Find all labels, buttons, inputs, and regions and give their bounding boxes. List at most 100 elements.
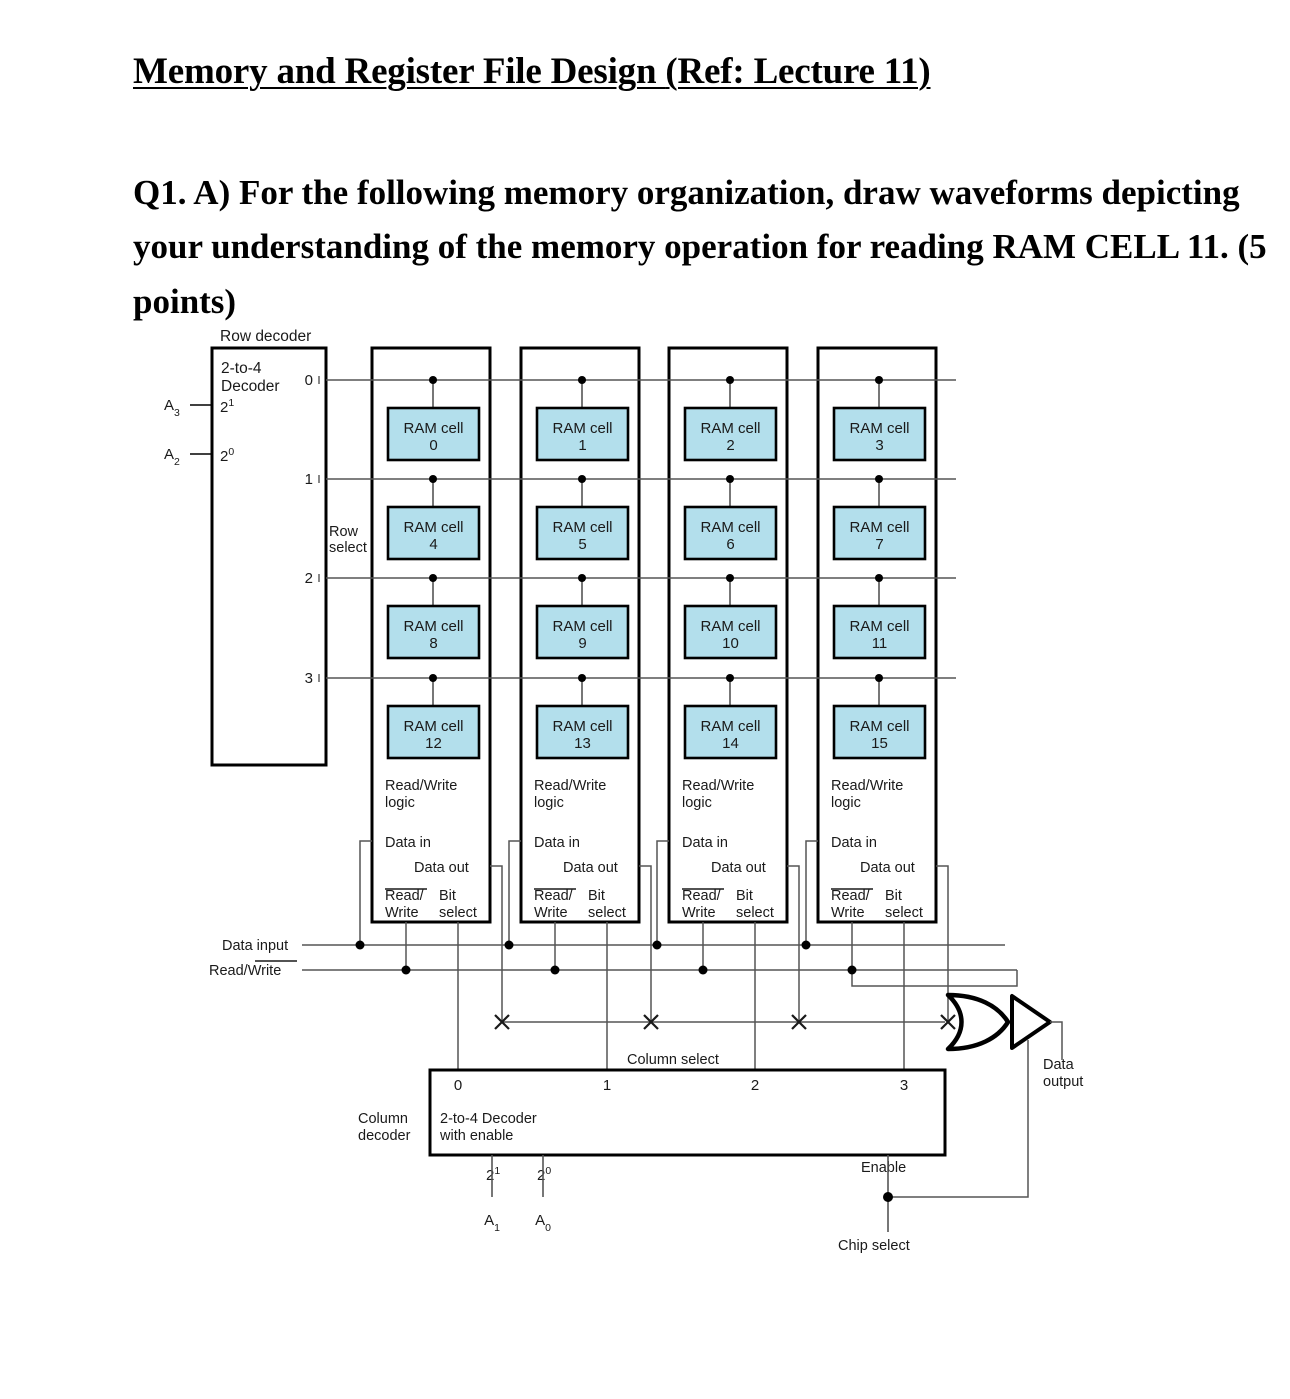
ram-cell-8-label: RAM cell — [403, 618, 463, 635]
ram-cell-9[interactable] — [535, 604, 630, 660]
data-out-hook-1 — [639, 865, 652, 1022]
column-box-3 — [816, 346, 938, 924]
ram-cell-10-label: RAM cell — [700, 618, 760, 635]
rw-logic-1-title2: logic — [534, 795, 564, 811]
question-text: Q1. A) For the following memory organiza… — [133, 173, 1267, 321]
enable-label: Enable — [861, 1160, 906, 1176]
ram-cell-7-number: 7 — [875, 536, 883, 553]
ram-cell-0-label: RAM cell — [403, 420, 463, 437]
row-decoder-weight-2e1: 21 — [220, 397, 234, 416]
ram-cell-4[interactable] — [386, 505, 481, 561]
rw-logic-3-title1: Read/Write — [831, 778, 903, 794]
column-output-index-0: 0 — [454, 1077, 462, 1094]
input-label-a1: A1 — [484, 1212, 500, 1234]
rw-logic-1-bit1: Bit — [588, 888, 605, 904]
ram-cell-15[interactable] — [832, 704, 927, 760]
rw-logic-2-title1: Read/Write — [682, 778, 754, 794]
row-decoder-caption: Row decoder — [220, 328, 311, 345]
ram-cell-15-number: 15 — [871, 735, 888, 752]
rw-logic-3-rw1: Read/ — [831, 888, 871, 904]
rw-logic-1-rw1: Read/ — [534, 888, 574, 904]
ram-cell-6[interactable] — [683, 505, 778, 561]
ram-cell-12-number: 12 — [425, 735, 442, 752]
data-out-hook-3 — [936, 865, 949, 1022]
data-input-label: Data input — [222, 938, 288, 954]
rw-logic-3-data-in: Data in — [831, 835, 877, 851]
input-label-a3: A3 — [164, 397, 180, 419]
rw-logic-1-rw2: Write — [534, 905, 568, 921]
column-decoder-box — [428, 1068, 947, 1157]
rw-logic-2-data-out: Data out — [711, 860, 766, 876]
ram-cell-2-number: 2 — [726, 437, 734, 454]
column-decoder-caption-line1: Column — [358, 1111, 408, 1127]
rw-logic-2-rw2: Write — [682, 905, 716, 921]
or-gate — [945, 992, 1011, 1052]
column-output-index-3: 3 — [900, 1077, 908, 1094]
ram-cell-15-label: RAM cell — [849, 718, 909, 735]
column-decoder-title-line1: 2-to-4 Decoder — [440, 1111, 537, 1127]
ram-cell-1[interactable] — [535, 406, 630, 462]
row-select-label-line2: select — [329, 540, 367, 556]
ram-cell-13[interactable] — [535, 704, 630, 760]
ram-cell-1-number: 1 — [578, 437, 586, 454]
rw-logic-3-data-out: Data out — [860, 860, 915, 876]
read-write-bus-dots — [401, 965, 857, 975]
ram-cell-4-label: RAM cell — [403, 519, 463, 536]
ram-cell-7[interactable] — [832, 505, 927, 561]
ram-cell-11-number: 11 — [872, 635, 888, 652]
column-output-index-1: 1 — [603, 1077, 611, 1094]
ram-cell-0[interactable] — [386, 406, 481, 462]
data-in-hook-1 — [508, 840, 521, 945]
rw-logic-2-title2: logic — [682, 795, 712, 811]
chip-select-label: Chip select — [838, 1238, 910, 1254]
input-label-a2: A2 — [164, 446, 180, 468]
rw-logic-0-data-in: Data in — [385, 835, 431, 851]
read-write-bus-label: Read/Write — [209, 960, 297, 979]
ram-cell-14-number: 14 — [722, 735, 739, 752]
ram-cell-3-number: 3 — [875, 437, 883, 454]
page-title: Memory and Register File Design (Ref: Le… — [133, 51, 1263, 93]
rw-logic-0-data-out: Data out — [414, 860, 469, 876]
data-in-hook-wires — [359, 840, 818, 945]
ram-cell-5-label: RAM cell — [552, 519, 612, 536]
ram-cell-5-number: 5 — [578, 536, 586, 553]
row-decoder-title-line2: Decoder — [221, 378, 280, 395]
rw-logic-2-bit2: select — [736, 905, 774, 921]
chip-select-junction-dot — [883, 1192, 893, 1202]
ram-cell-12[interactable] — [386, 704, 481, 760]
rw-logic-1-bit2: select — [588, 905, 626, 921]
ram-cell-8[interactable] — [386, 604, 481, 660]
ram-cell-9-label: RAM cell — [552, 618, 612, 635]
rw-logic-2-bit1: Bit — [736, 888, 753, 904]
rw-logic-0-bit1: Bit — [439, 888, 456, 904]
rw-logic-0-title2: logic — [385, 795, 415, 811]
column-box-0 — [370, 346, 492, 924]
rw-logic-1-data-out: Data out — [563, 860, 618, 876]
ram-cell-5[interactable] — [535, 505, 630, 561]
ram-cell-11[interactable] — [832, 604, 927, 660]
ram-cell-10[interactable] — [683, 604, 778, 660]
ram-cell-12-label: RAM cell — [403, 718, 463, 735]
data-output-label-line1: Data — [1043, 1057, 1075, 1073]
bit-select-drop-wires — [457, 922, 905, 1070]
tri-state-buffer — [1010, 994, 1052, 1050]
row-decoder-title-line1: 2-to-4 — [221, 360, 262, 377]
ram-cell-0-number: 0 — [429, 437, 437, 454]
rw-logic-1-data-in: Data in — [534, 835, 580, 851]
ram-cell-14[interactable] — [683, 704, 778, 760]
rw-logic-0-title1: Read/Write — [385, 778, 457, 794]
crossing-3b — [940, 1014, 956, 1030]
ram-cell-3[interactable] — [832, 406, 927, 462]
data-in-hook-0 — [359, 840, 372, 945]
page-title-tail: (Ref: Lecture 11) — [665, 51, 931, 92]
ram-cell-11-label: RAM cell — [849, 618, 909, 635]
rw-logic-0-rw2: Write — [385, 905, 419, 921]
ram-cell-8-number: 8 — [429, 635, 437, 652]
ram-cell-2[interactable] — [683, 406, 778, 462]
ram-cell-13-number: 13 — [574, 735, 591, 752]
row-output-index-2: 2 — [305, 570, 313, 587]
ram-cell-10-number: 10 — [722, 635, 739, 652]
column-output-index-2: 2 — [751, 1077, 759, 1094]
row-output-index-0: 0 — [305, 372, 313, 389]
column-decoder-weight-2e0: 20 — [537, 1165, 551, 1184]
